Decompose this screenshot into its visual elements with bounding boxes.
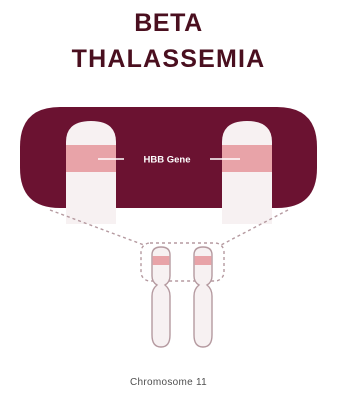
- chromosome-caption: Chromosome 11: [0, 377, 337, 388]
- hbb-gene-label: HBB Gene: [144, 155, 191, 166]
- zoomed-chromatid-left: [66, 121, 116, 224]
- chromatid-left: [152, 247, 170, 347]
- zoomed-chromatid-right: [222, 121, 272, 224]
- hbb-gene-marker-right: [195, 256, 212, 265]
- chromosome-11: [152, 247, 212, 347]
- chromatid-right: [194, 247, 212, 347]
- hbb-gene-marker-left: [153, 256, 170, 265]
